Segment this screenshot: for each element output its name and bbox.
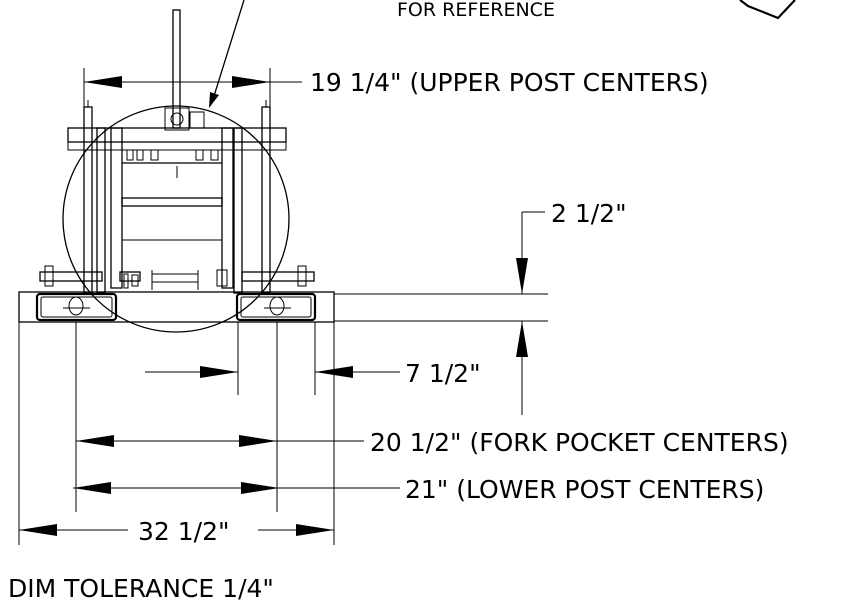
detail-circle: [62, 105, 290, 333]
frame-structure: [18, 9, 335, 323]
detail-leader-arrow: [209, 92, 219, 108]
fork-pocket-centers-label: 20 1/2" (FORK POCKET CENTERS): [370, 428, 789, 457]
dim-gap: [145, 322, 400, 395]
upper-post-centers-label: 19 1/4" (UPPER POST CENTERS): [310, 68, 709, 97]
dim-overall-width: [18, 322, 335, 545]
dim-upper-post-centers: [83, 68, 302, 128]
dim-lower-post-centers: [73, 482, 400, 494]
detail-leader-line: [213, 0, 245, 97]
height-label: 2 1/2": [551, 199, 627, 228]
reference-note: FOR REFERENCE: [397, 0, 555, 21]
dim-fork-pocket-centers: [75, 322, 364, 512]
gap-label: 7 1/2": [405, 359, 481, 388]
reference-object-partial: [739, 0, 796, 20]
tolerance-note: DIM TOLERANCE 1/4": [8, 574, 274, 603]
dim-height: [334, 211, 548, 415]
overall-width-label: 32 1/2": [138, 517, 230, 546]
lower-post-centers-label: 21" (LOWER POST CENTERS): [405, 475, 764, 504]
